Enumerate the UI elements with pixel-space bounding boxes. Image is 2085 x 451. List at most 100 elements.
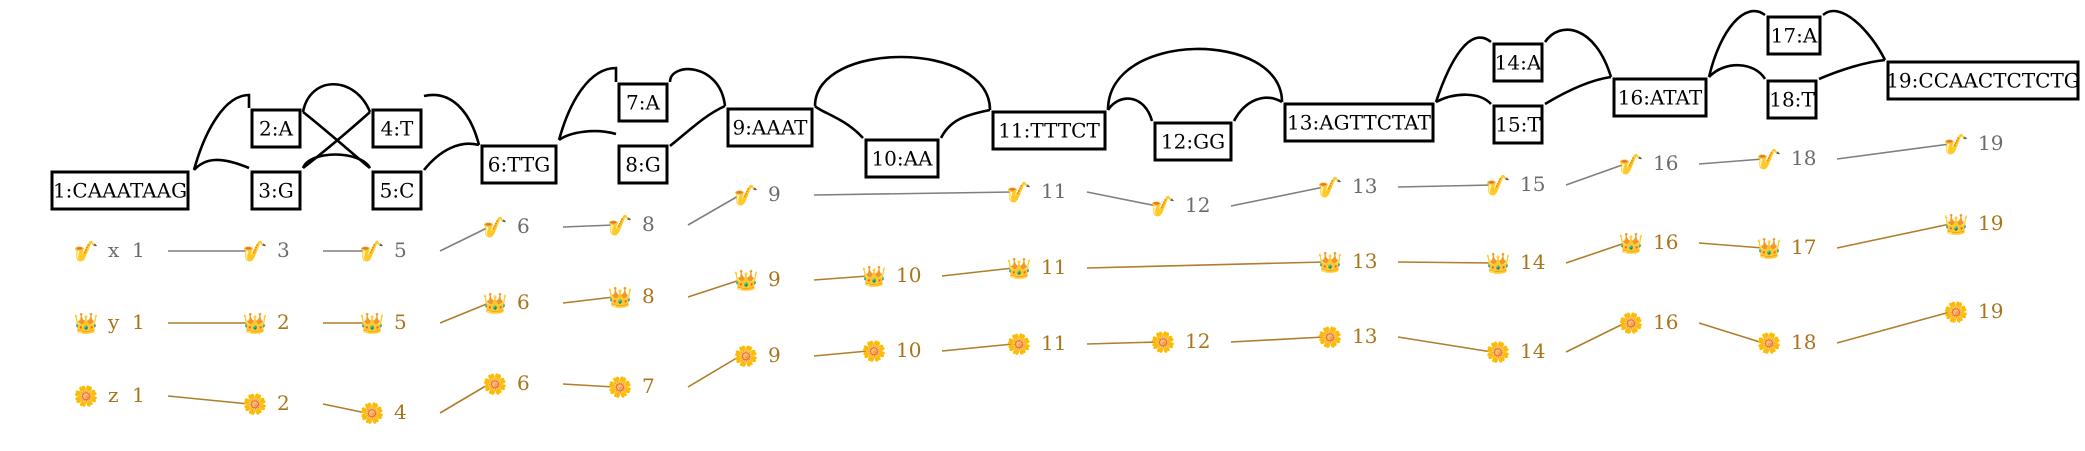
saxophone-icon: 🎷 [360,239,385,263]
node-box [617,82,669,123]
node-box [1492,104,1544,145]
path-step-label: 1 [132,310,145,334]
path-segment [439,226,490,252]
node-2[interactable]: 2:A [250,108,302,149]
crown-icon: 👑 [360,311,385,335]
node-13[interactable]: 13:AGTTCTAT [1283,102,1435,143]
edge-18-19 [1818,58,1886,81]
graph-edges [192,9,1887,171]
path-step-label: 18 [1791,146,1816,170]
path-segment [562,224,615,228]
path-segment [1397,336,1493,353]
path-step-label: 16 [1653,230,1678,254]
path-segment [813,191,1014,196]
path-step-label: 11 [1041,331,1066,355]
path-step-label: 2 [277,391,290,415]
saxophone-icon: 🎷 [1151,194,1176,218]
node-18[interactable]: 18:T [1766,79,1818,120]
flower-icon: 🌼 [1318,325,1343,349]
edge-12-13 [1232,96,1283,122]
node-3[interactable]: 3:G [250,170,302,211]
saxophone-icon: 🎷 [1757,147,1782,171]
flower-icon: 🌼 [360,401,385,425]
node-5[interactable]: 5:C [371,170,423,211]
node-6[interactable]: 6:TTG [480,144,558,185]
saxophone-icon: 🎷 [74,239,99,263]
saxophone-icon: 🎷 [1619,152,1644,176]
node-17[interactable]: 17:A [1766,15,1822,56]
edge-14-16 [1543,28,1613,78]
path-step-label: 6 [517,371,530,395]
flower-icon: 🌼 [1757,331,1782,355]
node-9[interactable]: 9:AAAT [726,107,814,148]
node-1[interactable]: 1:CAAATAAG [50,170,190,211]
flower-icon: 🌼 [1619,311,1644,335]
path-step-label: 19 [1978,299,2003,323]
path-segment [1565,322,1626,353]
flower-icon: 🌼 [1151,330,1176,354]
node-box [1153,121,1233,162]
flower-icon: 🌼 [74,384,99,408]
node-15[interactable]: 15:T [1492,104,1544,145]
path-segment [1698,322,1764,344]
node-label: 6:TTG [488,153,551,177]
crown-icon: 👑 [1757,236,1782,260]
node-box [1766,15,1822,56]
node-8[interactable]: 8:G [617,144,669,185]
path-segment [439,302,490,324]
path-step-label: 3 [277,238,290,262]
edge-16-17 [1707,9,1766,78]
crown-icon: 👑 [734,268,759,292]
edge-4-6 [423,93,481,146]
path-step-label: 18 [1791,330,1816,354]
node-box [617,144,669,185]
path-step-label: 4 [394,400,407,424]
node-label: 3:G [258,179,293,203]
path-step-label: 1 [132,383,145,407]
node-7[interactable]: 7:A [617,82,669,123]
node-4[interactable]: 4:T [371,108,423,149]
path-step-label: 16 [1653,310,1678,334]
crown-icon: 👑 [243,311,268,335]
path-step-label: 19 [1978,211,2003,235]
node-14[interactable]: 14:A [1492,42,1544,83]
path-segment [941,267,1014,277]
edge-5-6 [422,142,480,171]
path-segment [439,383,490,414]
edge-7-9 [668,67,727,107]
node-12[interactable]: 12:GG [1153,121,1233,162]
node-box [1612,77,1708,118]
edge-9-10 [814,105,864,139]
node-10[interactable]: 10:AA [864,138,940,179]
edge-15-16 [1544,75,1612,106]
crown-icon: 👑 [608,285,633,309]
node-19[interactable]: 19:CCAACTCTCTG [1886,60,2080,101]
path-segment [1836,223,1951,249]
saxophone-icon: 🎷 [1007,180,1032,204]
crown-icon: 👑 [74,311,99,335]
path-step-label: 7 [642,374,655,398]
path-step-label: 9 [768,182,781,206]
node-16[interactable]: 16:ATAT [1612,77,1708,118]
node-box [1283,102,1435,143]
path-segment [813,275,869,281]
node-box [864,138,940,179]
path-segment [1086,261,1325,269]
path-step-label: 12 [1185,329,1210,353]
flower-icon: 🌼 [862,339,887,363]
path-segment [687,355,741,388]
node-label: 9:AAAT [732,116,808,140]
saxophone-icon: 🎷 [1944,132,1969,156]
path-segment [941,343,1014,352]
node-label: 4:T [381,117,414,141]
path-step-label: 5 [394,310,407,334]
path-step-label: 13 [1352,324,1377,348]
node-11[interactable]: 11:TTTCT [991,110,1107,151]
saxophone-icon: 🎷 [608,213,633,237]
node-box [991,110,1107,151]
flower-icon: 🌼 [243,392,268,416]
path-step-label: 10 [896,263,921,287]
node-box [726,107,814,148]
